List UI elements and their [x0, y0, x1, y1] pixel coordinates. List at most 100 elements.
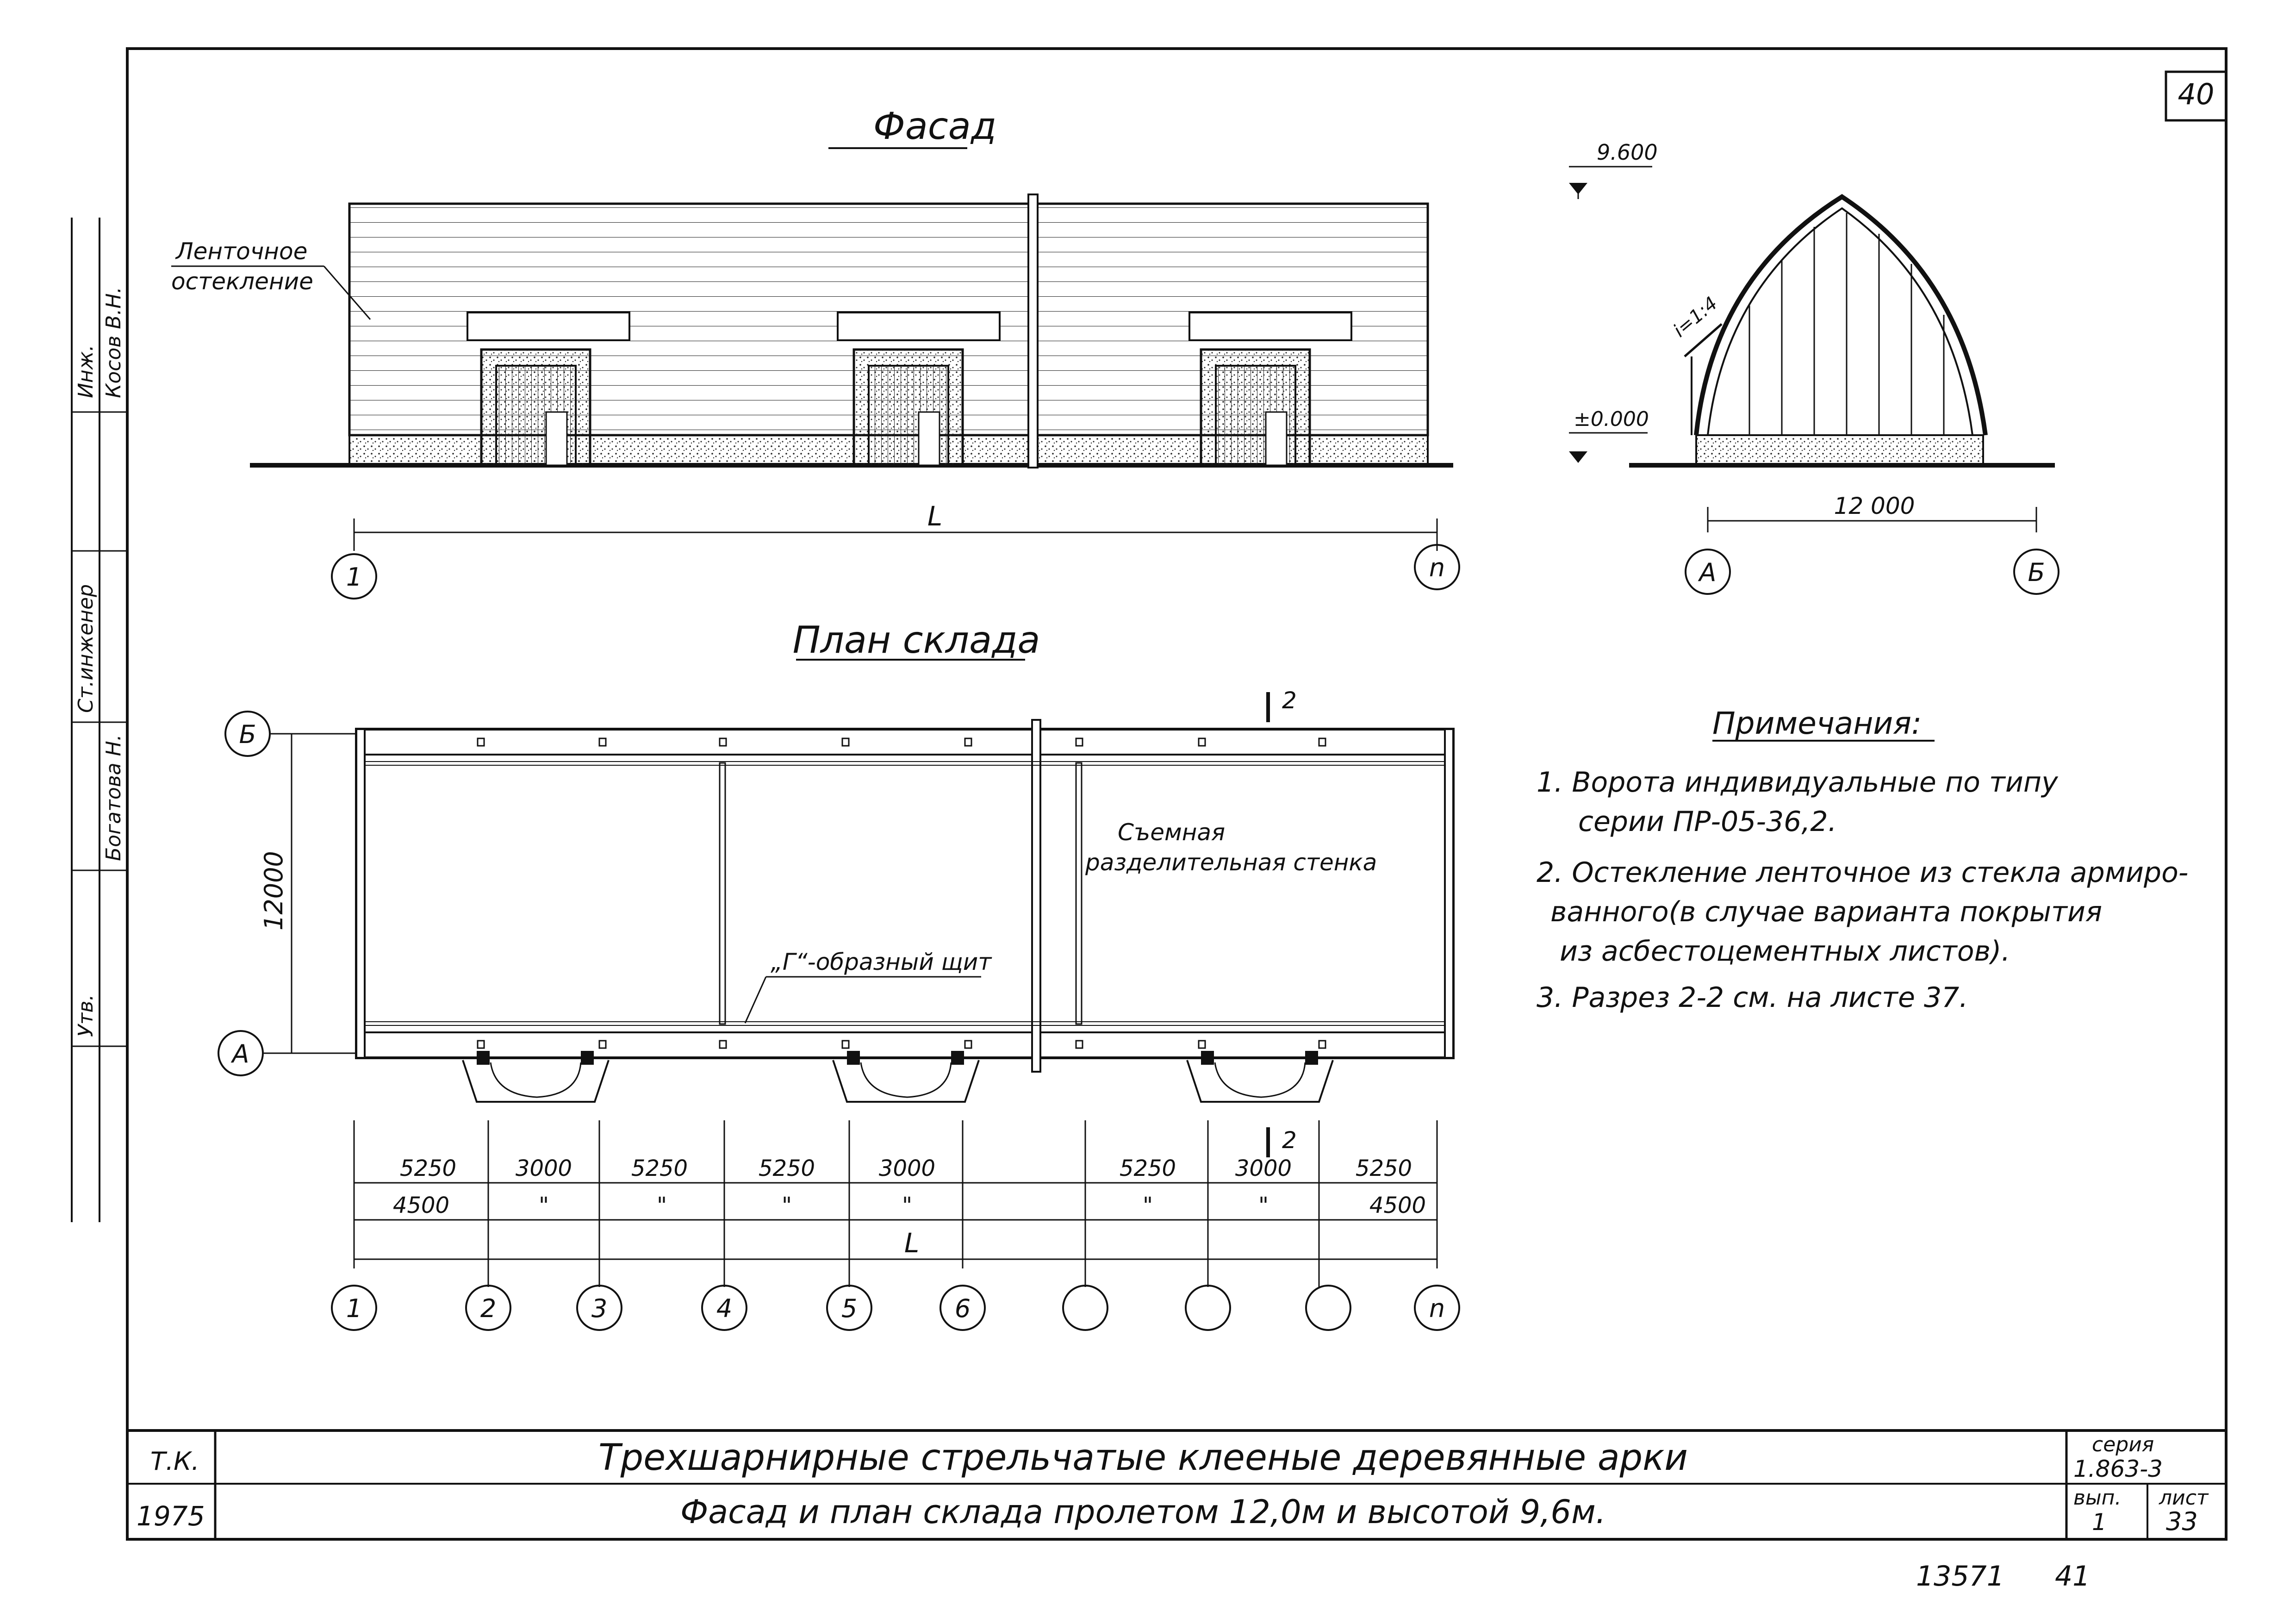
- section-view: 9.600 ±0.000 i=1:4 12 000: [1569, 140, 2060, 595]
- plan-view: План склада 2 2: [218, 618, 1460, 1331]
- axis-bubble-icon: [465, 1285, 511, 1331]
- note-line-6: 3. Разрез 2-2 см. на листе 37.: [1537, 981, 1968, 1014]
- plan-axes: 1 2 3 4 5 6 n: [331, 1285, 1460, 1331]
- svg-text:4500: 4500: [1369, 1193, 1426, 1218]
- side-stamp: Инж. Косов В.Н. Ст.инженер Богатова Н. У…: [71, 218, 127, 1222]
- svg-text:5250: 5250: [631, 1156, 688, 1181]
- plan-dims-row1: 5250 3000 5250 5250 3000 5250 3000 5250: [400, 1156, 1412, 1181]
- glazing-label-1: Ленточное: [175, 238, 307, 265]
- note-line-3: 2. Остекление ленточное из стекла армиро…: [1537, 856, 2188, 889]
- title-block: Т.К. 1975 Трехшарнирные стрельчатые клее…: [127, 1429, 2226, 1539]
- axis-bubble-icon: [1062, 1285, 1108, 1331]
- svg-text:5250: 5250: [1120, 1156, 1176, 1181]
- doc-number-2: 41: [2055, 1560, 2090, 1593]
- plan-title: План склада: [793, 618, 1040, 662]
- level-mark-icon: [1569, 451, 1587, 463]
- facade-gate-1: [480, 348, 591, 467]
- stamp-role-2: Ст.инженер: [74, 584, 98, 713]
- plan-dims-row2: 4500 " " " " " " 4500: [393, 1193, 1426, 1218]
- cut-mark-top: 2: [1282, 687, 1297, 714]
- issue-label: вып.: [2073, 1486, 2121, 1510]
- section-axis-right: Б: [2028, 558, 2045, 587]
- svg-text:n: n: [1429, 1294, 1445, 1323]
- plan-width-dim: 12000: [259, 851, 288, 931]
- facade-axis-right: n: [1429, 553, 1445, 582]
- svg-text:3000: 3000: [879, 1156, 935, 1181]
- title-line-2: Фасад и план склада пролетом 12,0м и выс…: [680, 1493, 1606, 1531]
- slope-label: i=1:4: [1669, 293, 1722, 341]
- svg-text:": ": [782, 1193, 792, 1218]
- title-line-1: Трехшарнирные стрельчатые клееные деревя…: [598, 1437, 1688, 1479]
- svg-text:5250: 5250: [400, 1156, 456, 1181]
- gate-swing-icon: [462, 1051, 610, 1103]
- org-label: Т.К.: [150, 1447, 199, 1476]
- note-line-4: ванного(в случае варианта покрытия: [1550, 896, 2102, 928]
- gate-swing-icon: [1186, 1051, 1334, 1103]
- svg-text:": ": [1143, 1193, 1153, 1218]
- facade-axis-left: 1: [346, 562, 362, 592]
- svg-text:1: 1: [346, 1294, 362, 1323]
- axis-bubble-icon: [1185, 1285, 1231, 1331]
- glazing-label-2: остекление: [171, 268, 313, 295]
- level-top: 9.600: [1597, 140, 1658, 165]
- svg-text:": ": [902, 1193, 912, 1218]
- svg-text:3: 3: [591, 1294, 607, 1323]
- gate-swing-icon: [832, 1051, 980, 1103]
- stamp-name-1: Косов В.Н.: [102, 287, 125, 398]
- partition-label-1: Съемная: [1118, 819, 1225, 846]
- svg-text:5250: 5250: [759, 1156, 815, 1181]
- svg-text:4500: 4500: [393, 1193, 449, 1218]
- svg-text:": ": [657, 1193, 667, 1218]
- svg-text:4: 4: [716, 1294, 732, 1323]
- notes-title: Примечания:: [1712, 706, 1922, 741]
- svg-text:3000: 3000: [516, 1156, 572, 1181]
- shield-label: „Г“-образный щит: [771, 949, 992, 975]
- sheet-number-box: [2165, 70, 2228, 122]
- note-line-1: 1. Ворота индивидуальные по типу: [1537, 766, 2059, 799]
- plan-axis-a: А: [231, 1039, 249, 1068]
- axis-bubble-icon: [224, 711, 271, 757]
- facade-gate-3: [1200, 348, 1311, 467]
- notes-block: Примечания: 1. Ворота индивидуальные по …: [1537, 706, 2188, 1014]
- issue-value: 1: [2092, 1509, 2107, 1536]
- axis-bubble-icon: [1685, 549, 1731, 595]
- axis-bubble-icon: [1414, 1285, 1460, 1331]
- facade-view: Фасад Ленточное осте: [171, 105, 1460, 600]
- plan-dim-total: L: [904, 1227, 919, 1259]
- svg-text:3000: 3000: [1235, 1156, 1292, 1181]
- svg-text:": ": [1258, 1193, 1269, 1218]
- axis-bubble-icon: [331, 553, 377, 600]
- note-line-2: серии ПР-05-36,2.: [1578, 806, 1837, 838]
- section-span: 12 000: [1834, 493, 1915, 519]
- axis-bubble-icon: [218, 1030, 264, 1076]
- sheet-value: 33: [2166, 1507, 2198, 1536]
- facade-gate-2: [852, 348, 964, 467]
- sheet-frame: [126, 47, 2228, 1541]
- note-line-5: из асбестоцементных листов).: [1560, 935, 2010, 968]
- stamp-name-2: Богатова Н.: [102, 734, 125, 861]
- doc-number: 13571: [1916, 1560, 2004, 1593]
- series-value: 1.863-3: [2073, 1455, 2163, 1482]
- axis-bubble-icon: [1305, 1285, 1351, 1331]
- facade-title: Фасад: [873, 105, 996, 148]
- axis-bubble-icon: [331, 1285, 377, 1331]
- year-label: 1975: [137, 1500, 205, 1532]
- facade-dim-length: L: [927, 500, 942, 532]
- partition-label-2: разделительная стенка: [1085, 849, 1377, 876]
- stamp-role-1: Инж.: [74, 345, 98, 398]
- series-label: серия: [2092, 1433, 2154, 1456]
- axis-bubble-icon: [1414, 544, 1460, 590]
- cut-mark-bottom: 2: [1282, 1127, 1297, 1154]
- plan-axis-b: Б: [239, 720, 256, 749]
- svg-text:6: 6: [955, 1294, 971, 1323]
- level-zero: ±0.000: [1574, 407, 1649, 431]
- svg-text:5250: 5250: [1356, 1156, 1412, 1181]
- axis-bubble-icon: [701, 1285, 747, 1331]
- axis-bubble-icon: [576, 1285, 622, 1331]
- axis-bubble-icon: [826, 1285, 872, 1331]
- stamp-role-3: Утв.: [74, 994, 98, 1037]
- axis-bubble-icon: [940, 1285, 986, 1331]
- svg-text:": ": [539, 1193, 549, 1218]
- sheet-number-top: 40: [2178, 77, 2215, 111]
